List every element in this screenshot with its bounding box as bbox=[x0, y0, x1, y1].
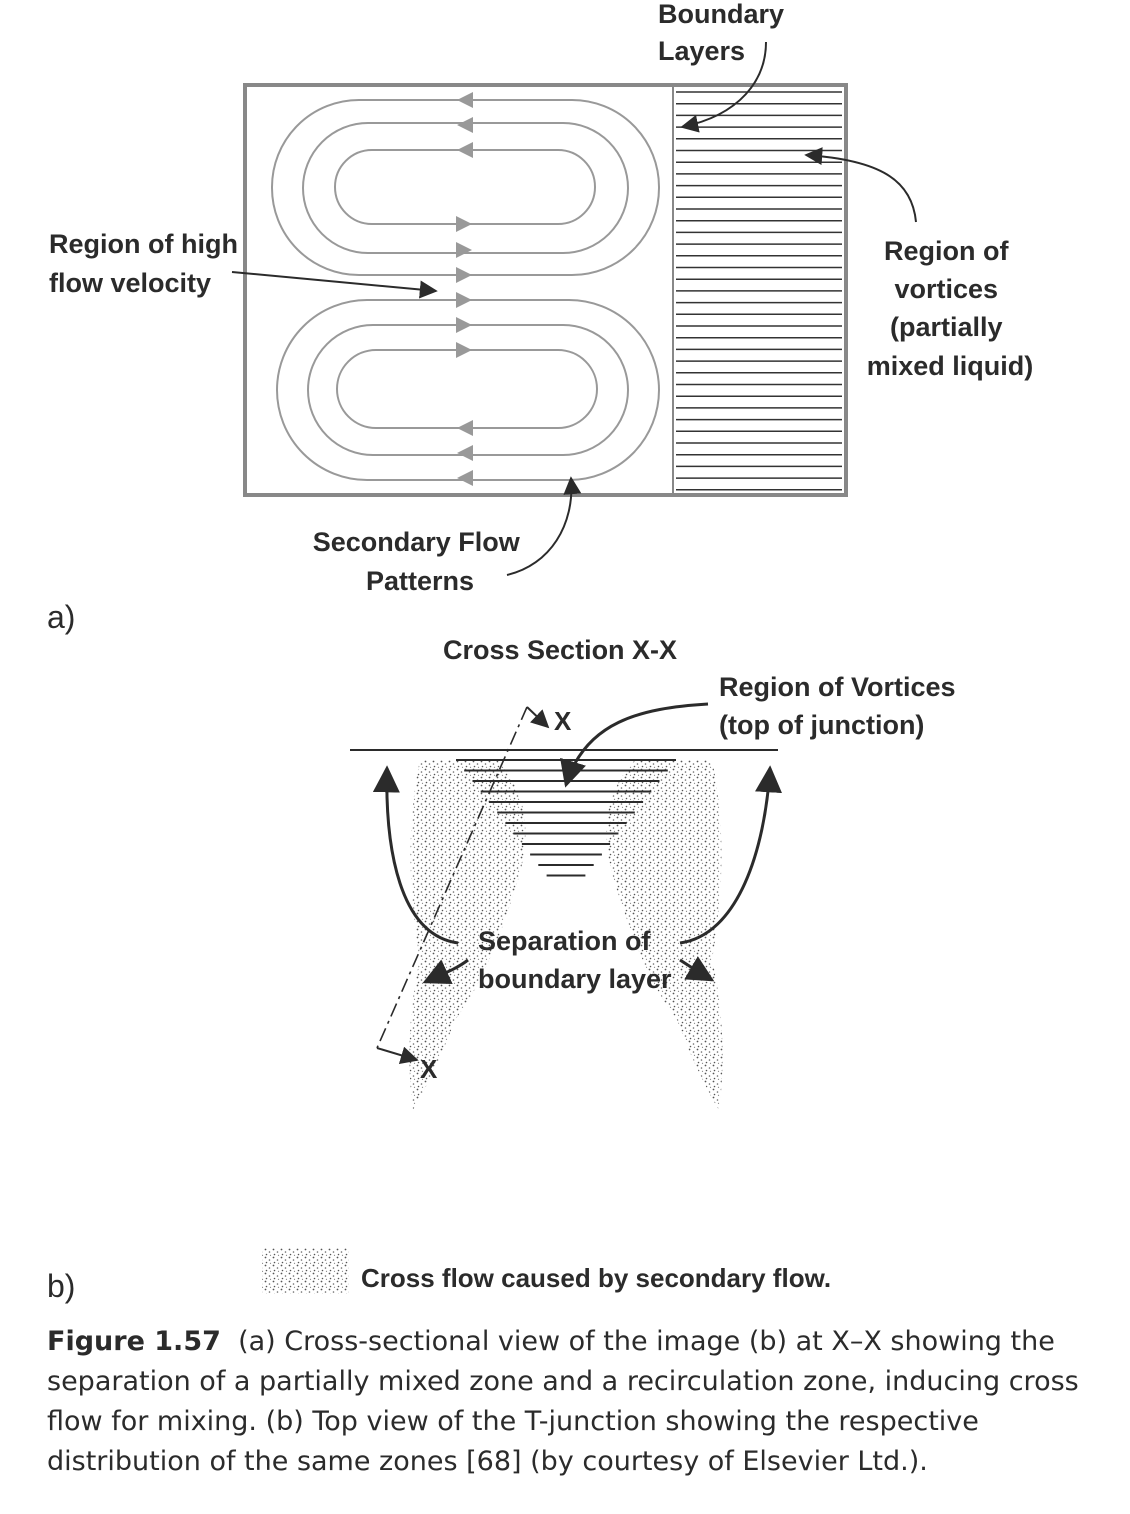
boundary-layers-pointer bbox=[680, 41, 767, 133]
left-separation-arrow bbox=[422, 958, 469, 984]
region-vortices-pointer bbox=[804, 147, 917, 223]
left-recirculation-arrow bbox=[372, 765, 459, 945]
panel-b-label: b) bbox=[47, 1268, 75, 1304]
panel-a-label: a) bbox=[47, 599, 75, 635]
caption-text: (a) Cross-sectional view of the image (b… bbox=[47, 1326, 1079, 1477]
figure-caption: Figure 1.57 (a) Cross-sectional view of … bbox=[47, 1322, 1087, 1482]
x-mark-top: X bbox=[554, 706, 572, 736]
section-cut-line bbox=[376, 706, 528, 1049]
x-mark-bottom: X bbox=[420, 1054, 438, 1084]
boundary-layers-label: Boundary Layers bbox=[658, 0, 792, 66]
diagram-a: Boundary Layers Region of high flow velo… bbox=[47, 0, 1033, 635]
diagram-b: Cross Section X-X Region of Vortices (to… bbox=[47, 635, 963, 1304]
flow-direction-arrows bbox=[456, 92, 473, 486]
junction-outline bbox=[243, 83, 848, 497]
legend-text: Cross flow caused by secondary flow. bbox=[361, 1263, 831, 1293]
region-high-velocity-label: Region of high flow velocity bbox=[49, 229, 245, 298]
separation-label: Separation of boundary layer bbox=[478, 926, 672, 994]
high-velocity-pointer bbox=[231, 271, 438, 299]
right-separation-arrow bbox=[679, 956, 715, 982]
right-stippled-lobe bbox=[606, 760, 723, 1110]
left-stippled-lobe bbox=[409, 760, 526, 1110]
vortex-hatching bbox=[676, 91, 842, 491]
legend-stipple-swatch bbox=[262, 1248, 349, 1294]
cross-section-title: Cross Section X-X bbox=[443, 635, 677, 665]
region-vortices-top-label: Region of Vortices (top of junction) bbox=[719, 672, 963, 740]
vortex-pointer-arrow bbox=[560, 702, 709, 788]
secondary-flow-label: Secondary Flow Patterns bbox=[313, 527, 528, 596]
right-recirculation-arrow bbox=[679, 765, 782, 945]
region-vortices-label: Region of vortices (partially mixed liqu… bbox=[867, 236, 1034, 381]
secondary-flow-pointer bbox=[506, 476, 582, 576]
caption-label: Figure 1.57 bbox=[47, 1326, 221, 1357]
